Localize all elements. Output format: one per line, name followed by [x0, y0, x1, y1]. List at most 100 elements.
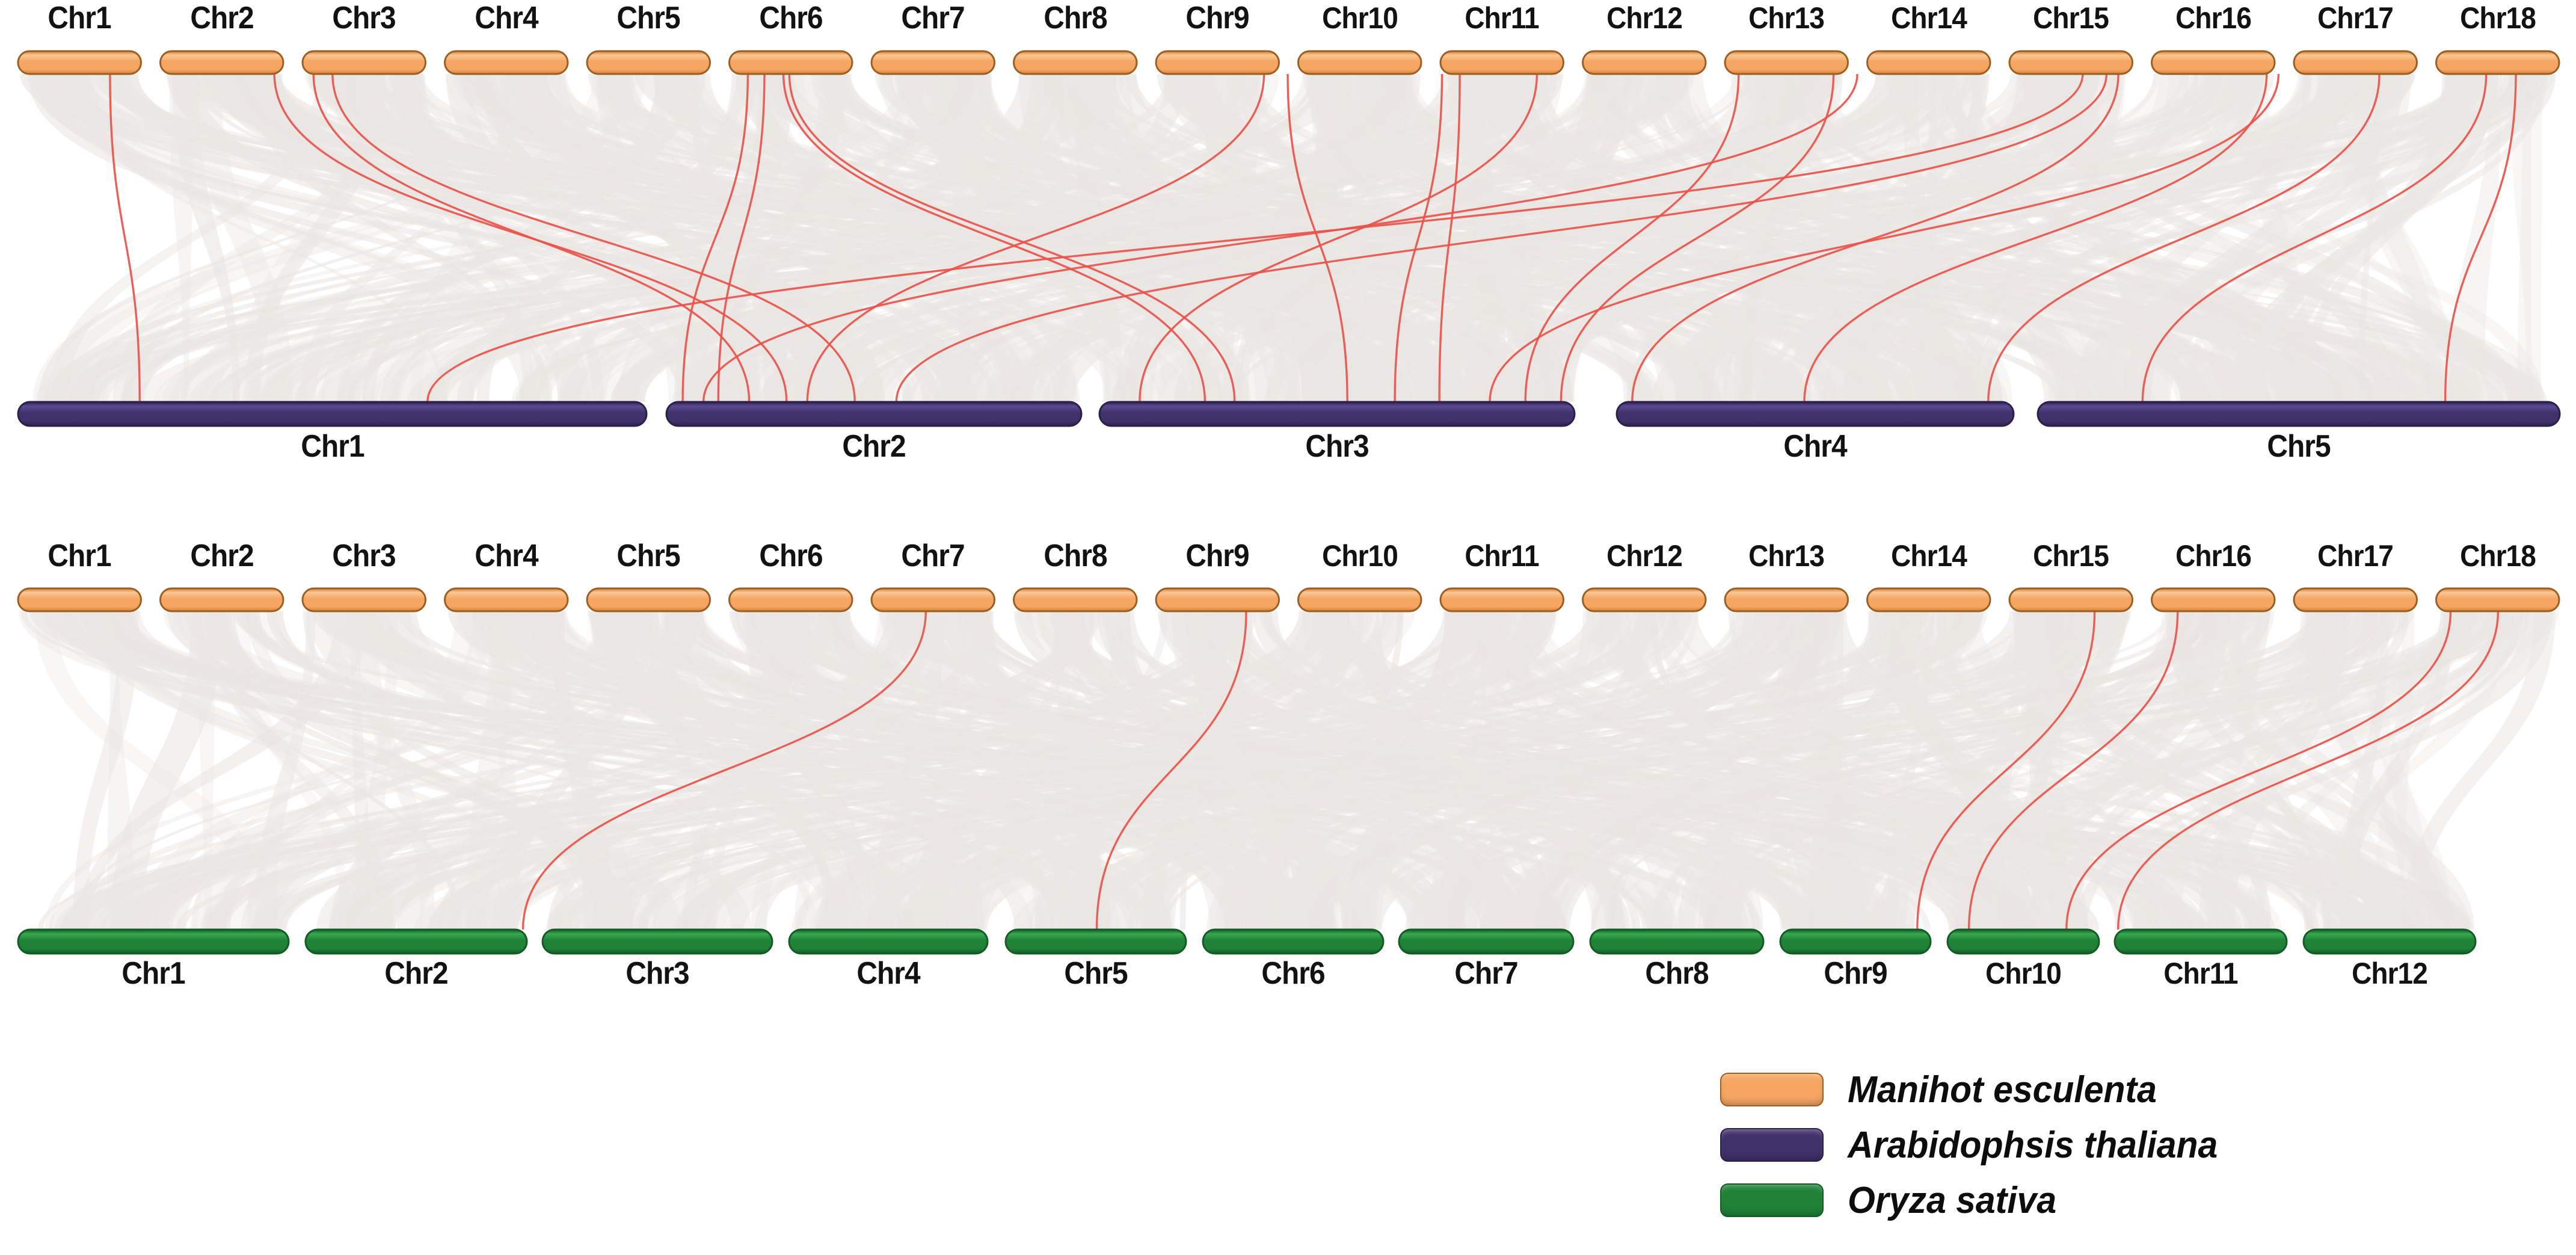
chromosome-bar-manihot-chr4[interactable] [444, 50, 569, 75]
chromosome-bar-manihot-chr7[interactable] [870, 587, 995, 612]
chromosome-bar-oryza-chr4[interactable] [788, 928, 989, 955]
chromosome-bar-manihot-chr15[interactable] [2008, 587, 2133, 612]
chromosome-bar-manihot-chr18[interactable] [2435, 587, 2560, 612]
chromosome-bar-manihot-chr14[interactable] [1866, 587, 1991, 612]
synteny-ribbon [106, 611, 1539, 930]
chromosome-label-manihot-chr1: Chr1 [48, 538, 112, 573]
chromosome-bar-manihot-chr13[interactable] [1724, 50, 1849, 75]
synteny-ribbon [1309, 611, 1917, 930]
synteny-ribbon [313, 74, 1415, 402]
chromosome-bar-manihot-chr16[interactable] [2151, 587, 2276, 612]
chromosome-bar-arabidopsis-chr2[interactable] [665, 401, 1083, 427]
chromosome-bar-arabidopsis-chr5[interactable] [2037, 401, 2561, 427]
synteny-ribbon [2198, 611, 2350, 930]
chromosome-bar-manihot-chr1[interactable] [17, 50, 142, 75]
synteny-ribbon [241, 611, 838, 930]
synteny-ribbon [1379, 74, 2192, 402]
synteny-ribbon [1026, 611, 2466, 930]
synteny-ribbon [1508, 611, 2205, 930]
chromosome-bar-manihot-chr15[interactable] [2008, 50, 2133, 75]
chromosome-label-manihot-chr2: Chr2 [190, 538, 254, 573]
synteny-ribbon [2242, 74, 2498, 402]
chromosome-bar-manihot-chr16[interactable] [2151, 50, 2276, 75]
chromosome-bar-manihot-chr18[interactable] [2435, 50, 2560, 75]
synteny-ribbon [1761, 74, 2080, 402]
chromosome-bar-manihot-chr9[interactable] [1155, 50, 1280, 75]
chromosome-bar-arabidopsis-chr3[interactable] [1098, 401, 1576, 427]
synteny-ribbon [211, 611, 632, 930]
chromosome-bar-oryza-chr6[interactable] [1202, 928, 1385, 955]
synteny-ribbon [84, 611, 2413, 930]
chromosome-bar-manihot-chr10[interactable] [1297, 50, 1422, 75]
synteny-ribbon [427, 74, 1324, 402]
chromosome-bar-manihot-chr7[interactable] [870, 50, 995, 75]
chromosome-bar-manihot-chr3[interactable] [301, 587, 426, 612]
synteny-ribbon [1339, 74, 1412, 402]
synteny-ribbon [108, 74, 2071, 402]
synteny-ribbon [538, 74, 2346, 402]
chromosome-bar-manihot-chr5[interactable] [586, 587, 711, 612]
synteny-ribbon [1166, 74, 2314, 402]
chromosome-bar-oryza-chr5[interactable] [1004, 928, 1187, 955]
chromosome-bar-arabidopsis-chr1[interactable] [17, 401, 648, 427]
synteny-ribbon [334, 611, 1824, 930]
chromosome-bar-manihot-chr17[interactable] [2293, 50, 2418, 75]
chromosome-bar-manihot-chr2[interactable] [159, 50, 284, 75]
synteny-ribbon [879, 611, 2433, 930]
synteny-ribbon [1971, 74, 2264, 402]
synteny-ribbon [1774, 611, 2089, 930]
synteny-ribbon [94, 611, 1629, 930]
chromosome-bar-manihot-chr8[interactable] [1013, 50, 1138, 75]
chromosome-bar-manihot-chr5[interactable] [586, 50, 711, 75]
synteny-ribbon [817, 611, 2153, 930]
chromosome-bar-oryza-chr10[interactable] [1946, 928, 2100, 955]
synteny-ribbon [1203, 611, 2258, 930]
synteny-ribbon [2342, 74, 2443, 402]
synteny-ribbon [499, 611, 2250, 930]
chromosome-bar-oryza-chr9[interactable] [1779, 928, 1932, 955]
synteny-ribbon [320, 611, 1148, 930]
chromosome-bar-manihot-chr13[interactable] [1724, 587, 1849, 612]
chromosome-bar-manihot-chr1[interactable] [17, 587, 142, 612]
chromosome-bar-oryza-chr12[interactable] [2302, 928, 2477, 955]
chromosome-bar-manihot-chr17[interactable] [2293, 587, 2418, 612]
highlight-synteny-link [895, 73, 2108, 402]
chromosome-bar-oryza-chr1[interactable] [17, 928, 290, 955]
synteny-ribbon [1337, 74, 2246, 402]
chromosome-label-manihot-chr11: Chr11 [1465, 539, 1540, 573]
chromosome-bar-oryza-chr8[interactable] [1589, 928, 1765, 955]
chromosome-bar-arabidopsis-chr4[interactable] [1615, 401, 2015, 427]
chromosome-bar-oryza-chr7[interactable] [1398, 928, 1575, 955]
chromosome-bar-manihot-chr9[interactable] [1155, 587, 1280, 612]
chromosome-bar-manihot-chr12[interactable] [1582, 587, 1707, 612]
synteny-ribbon [254, 611, 316, 930]
synteny-ribbon [731, 611, 1326, 930]
chromosome-bar-oryza-chr11[interactable] [2113, 928, 2288, 955]
synteny-ribbon [63, 611, 2329, 930]
chromosome-bar-manihot-chr6[interactable] [728, 50, 853, 75]
chromosome-bar-manihot-chr11[interactable] [1439, 587, 1564, 612]
synteny-ribbon [1770, 74, 2556, 402]
chromosome-bar-manihot-chr14[interactable] [1866, 50, 1991, 75]
chromosome-bar-oryza-chr2[interactable] [304, 928, 528, 955]
highlight-synteny-link [331, 73, 856, 402]
chromosome-bar-manihot-chr3[interactable] [301, 50, 426, 75]
chromosome-bar-manihot-chr11[interactable] [1439, 50, 1564, 75]
synteny-ribbon [66, 74, 2476, 402]
chromosome-bar-manihot-chr10[interactable] [1297, 587, 1422, 612]
chromosome-bar-manihot-chr4[interactable] [444, 587, 569, 612]
synteny-ribbon [252, 74, 2535, 402]
chromosome-bar-manihot-chr8[interactable] [1013, 587, 1138, 612]
synteny-ribbon [633, 611, 2341, 930]
synteny-ribbon [2076, 74, 2312, 402]
synteny-ribbon [1964, 74, 2126, 402]
synteny-ribbon [895, 611, 2002, 930]
chromosome-bar-manihot-chr2[interactable] [159, 587, 284, 612]
chromosome-bar-oryza-chr3[interactable] [541, 928, 773, 955]
chromosome-bar-manihot-chr12[interactable] [1582, 50, 1707, 75]
synteny-ribbon [194, 611, 463, 930]
chromosome-bar-manihot-chr6[interactable] [728, 587, 853, 612]
synteny-ribbon [935, 611, 1810, 930]
synteny-ribbon [1674, 611, 2320, 930]
chromosome-label-oryza-chr11: Chr11 [2163, 957, 2238, 990]
